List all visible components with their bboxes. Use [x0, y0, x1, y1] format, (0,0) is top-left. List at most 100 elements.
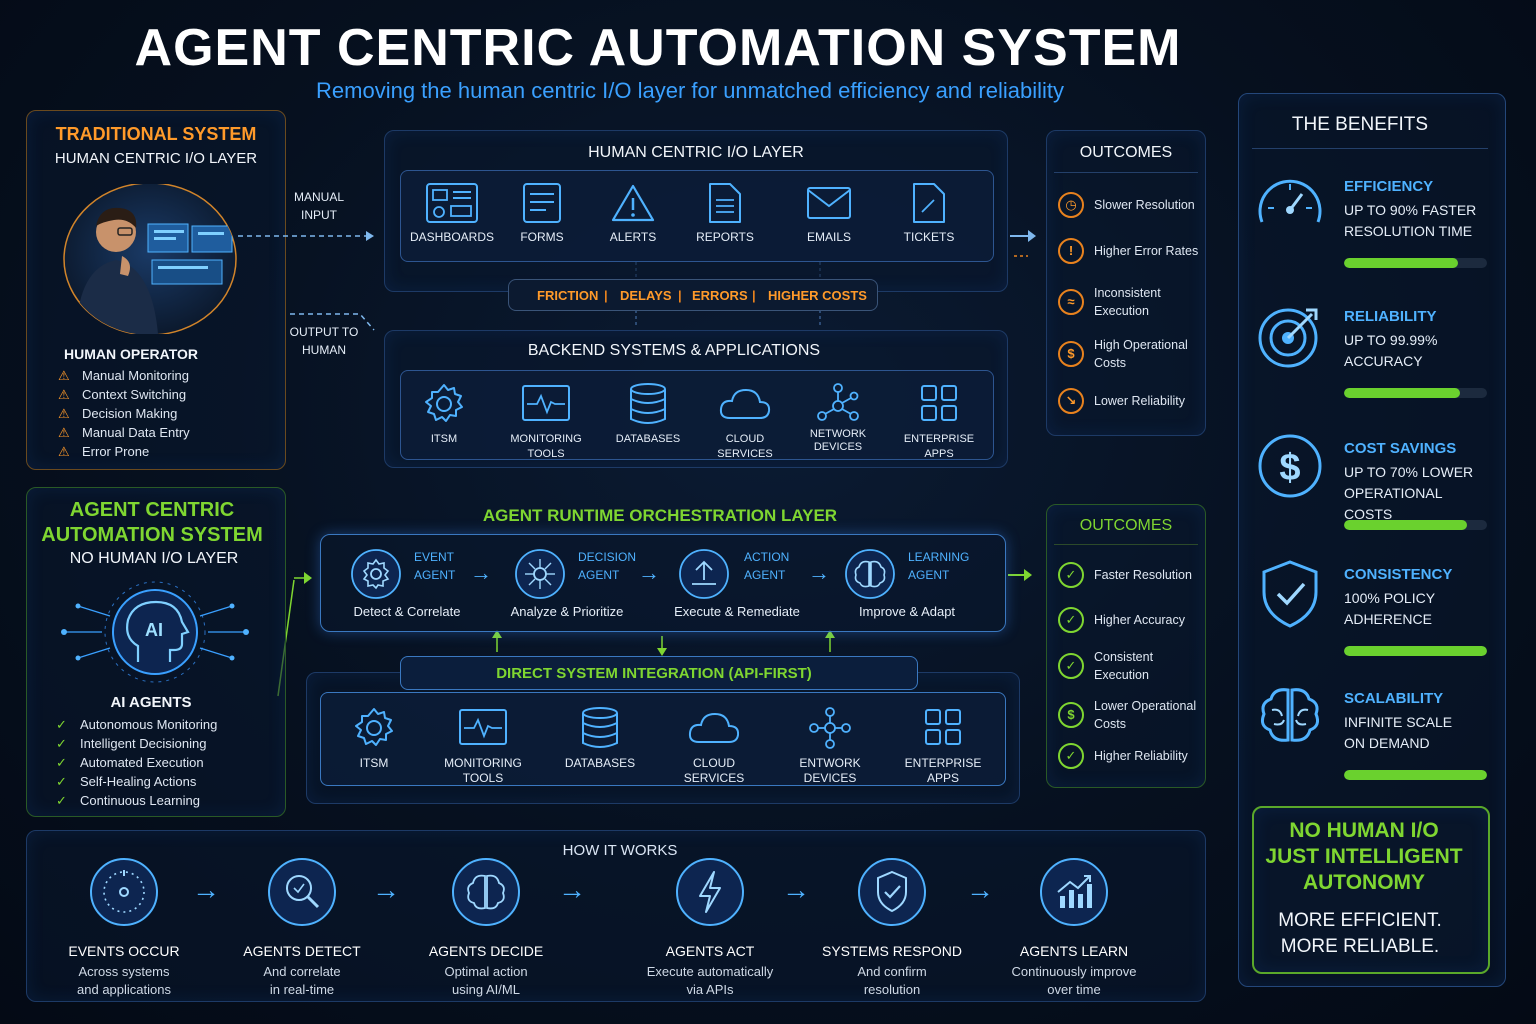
agent-system-subheading: NO HUMAN I/O LAYER [69, 550, 239, 567]
dollar-icon: $ [1058, 341, 1084, 367]
arrow-right-icon: → [372, 874, 400, 905]
check-circle-icon: ✓ [1058, 653, 1084, 679]
speedometer-icon [1258, 179, 1322, 223]
network-devices-item: NETWORK DEVICES [800, 382, 876, 454]
email-envelope-icon [807, 187, 851, 219]
arrow-right-icon: → [192, 874, 220, 905]
falling-person-icon: ↘ [1058, 388, 1084, 414]
warning-icon: ⚠ [58, 424, 70, 440]
gear-icon [355, 708, 393, 746]
report-document-icon [709, 183, 741, 223]
cloud-services-item: CLOUD SERVICES [662, 706, 766, 786]
delays-label: DELAYS [620, 288, 672, 303]
outcome-lower-reliability: ↘Lower Reliability [1058, 388, 1185, 414]
outcome-higher-reliability: ✓Higher Reliability [1058, 743, 1188, 769]
arrow-right-icon: → [808, 560, 830, 585]
list-item: ⚠Decision Making [58, 405, 178, 422]
callout-heading: NO HUMAN I/O JUST INTELLIGENT AUTONOMY [1265, 819, 1463, 894]
apps-grid-icon [921, 385, 957, 421]
friction-bar [508, 279, 878, 311]
arrow-right-icon: → [638, 560, 660, 585]
traditional-subheading: HUMAN CENTRIC I/O LAYER [54, 150, 258, 167]
level-fill [1344, 258, 1459, 268]
databases-item: DATABASES [560, 706, 640, 771]
level-fill [1344, 520, 1467, 530]
enterprise-apps-item: ENTERPRISE APPS [892, 706, 994, 786]
list-item: ✓Self-Healing Actions [56, 773, 197, 790]
page-title: AGENT CENTRIC AUTOMATION SYSTEM [134, 19, 1182, 77]
network-devices-item: ENTWORK DEVICES [774, 706, 886, 786]
dollar-circle-icon: $ [1258, 434, 1322, 498]
list-item: ✓Continuous Learning [56, 792, 200, 809]
traditional-heading: TRADITIONAL SYSTEM [55, 124, 257, 144]
check-circle-icon: ✓ [56, 754, 67, 770]
check-circle-icon: ✓ [56, 773, 67, 789]
target-icon [1258, 308, 1318, 368]
dollar-icon: $ [1058, 702, 1084, 728]
backend-title: BACKEND SYSTEMS & APPLICATIONS [527, 342, 821, 359]
magnifier-icon [268, 858, 336, 926]
cloud-services-item: CLOUD SERVICES [700, 382, 790, 462]
check-circle-icon: ✓ [1058, 562, 1084, 588]
divider [1252, 148, 1488, 149]
check-circle-icon: ✓ [56, 792, 67, 808]
list-item: ✓Intelligent Decisioning [56, 735, 207, 752]
higher-costs-label: HIGHER COSTS [768, 288, 867, 303]
itsm-item: ITSM [334, 706, 414, 771]
how-it-works-title: HOW IT WORKS [562, 842, 678, 859]
lightning-icon [676, 858, 744, 926]
output-to-human-label: OUTPUT TO HUMAN [289, 325, 359, 357]
database-icon [630, 383, 666, 424]
network-nodes-icon [817, 383, 859, 421]
network-nodes-icon [809, 707, 851, 749]
divider [1054, 544, 1198, 545]
emails-item: EMAILS [784, 182, 874, 245]
reliability-level-bar [1344, 388, 1487, 398]
arrow-right-icon: → [558, 874, 586, 905]
backend-items-row [400, 370, 994, 460]
consistency-level-bar [1344, 646, 1487, 656]
reports-item: REPORTS [680, 182, 770, 245]
shield-check-icon [858, 858, 926, 926]
integration-title-box [400, 656, 918, 690]
warning-icon: ! [1058, 238, 1084, 264]
ai-agents-features-list: ✓Autonomous Monitoring ✓Intelligent Deci… [56, 715, 217, 810]
integration-items-row [320, 692, 1006, 786]
callout-subtext: MORE EFFICIENT. MORE RELIABLE. [1278, 910, 1442, 957]
outcome-consistent-execution: ✓Consistent Execution [1058, 648, 1188, 684]
action-upload-icon [679, 549, 729, 599]
brain-icon [845, 549, 895, 599]
arrow-right-icon: → [782, 874, 810, 905]
monitoring-pulse-icon [459, 709, 507, 745]
cost-savings-level-bar [1344, 520, 1487, 530]
clock-icon [90, 858, 158, 926]
outcome-higher-accuracy: ✓Higher Accuracy [1058, 607, 1185, 633]
operator-label: HUMAN OPERATOR [63, 346, 199, 362]
friction-separator: | [604, 288, 608, 303]
level-fill [1344, 770, 1487, 780]
enterprise-apps-item: ENTERPRISE APPS [892, 382, 986, 462]
cloud-icon [719, 388, 771, 419]
monitoring-pulse-icon [522, 385, 570, 421]
brain-icon [1261, 688, 1319, 742]
ticket-icon [913, 183, 945, 223]
arrow-right-icon: → [966, 874, 994, 905]
list-item: ⚠Context Switching [58, 386, 187, 403]
efficiency-level-bar [1344, 258, 1487, 268]
outcomes-agent-title: OUTCOMES [1079, 517, 1173, 534]
divider [1054, 172, 1198, 173]
outcome-lower-operational-costs: $Lower Operational Costs [1058, 697, 1198, 733]
callout-box [1252, 806, 1490, 974]
alert-triangle-icon [611, 184, 655, 222]
benefits-title: THE BENEFITS [1291, 114, 1429, 135]
outcome-faster-resolution: ✓Faster Resolution [1058, 562, 1192, 588]
warning-icon: ⚠ [58, 443, 70, 459]
